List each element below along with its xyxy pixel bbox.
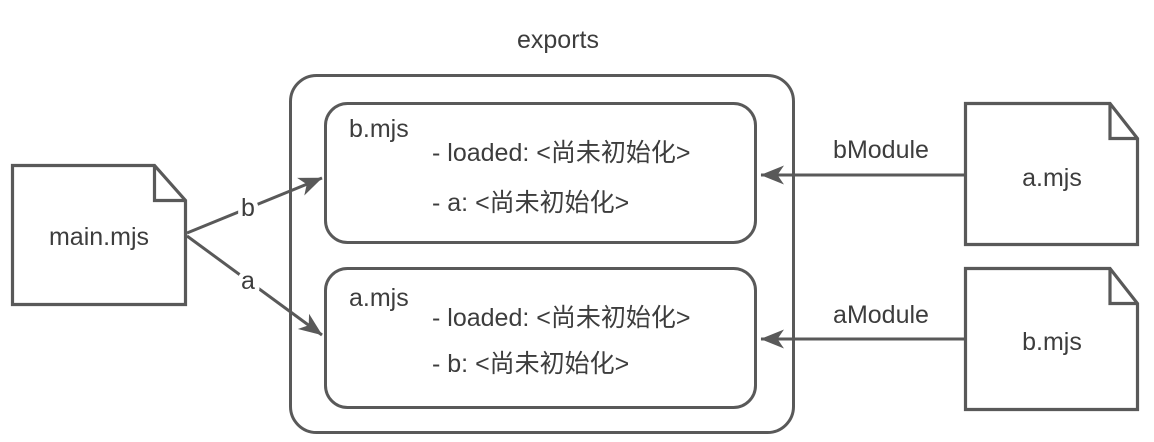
export-box-a-entry-loaded: - loaded: <尚未初始化> — [432, 304, 690, 332]
document-shape — [10, 163, 188, 307]
edge-bmodule-label: bModule — [833, 136, 929, 164]
node-main-doc-label: main.mjs — [49, 223, 149, 251]
edge-main-to-a: a — [186, 234, 323, 337]
node-main-doc: main.mjs — [10, 163, 188, 307]
edge-main-to-b: b — [186, 176, 323, 235]
edge-main-to-b-label: b — [241, 194, 255, 222]
edge-a-doc-to-b-box: bModule — [760, 136, 965, 185]
export-box-b-border — [324, 102, 757, 244]
document-fold-icon — [1108, 103, 1138, 141]
node-b-doc: b.mjs — [963, 266, 1140, 412]
document-shape — [963, 266, 1140, 412]
edge-main-to-b-line — [186, 176, 323, 235]
edge-main-to-a-line — [186, 234, 323, 337]
exports-container-title: exports — [517, 26, 599, 54]
export-box-b-entry-a: - a: <尚未初始化> — [432, 189, 629, 217]
export-box-a: a.mjs - loaded: <尚未初始化> - b: <尚未初始化> — [324, 267, 757, 409]
export-box-b-entry-loaded: - loaded: <尚未初始化> — [432, 139, 690, 167]
node-a-doc: a.mjs — [963, 101, 1140, 247]
document-fold-icon — [1108, 268, 1138, 306]
document-fold-icon — [152, 165, 186, 203]
export-box-a-entry-b: - b: <尚未初始化> — [432, 350, 629, 378]
node-a-doc-label: a.mjs — [1022, 164, 1082, 192]
edge-main-to-a-label: a — [241, 267, 255, 295]
node-b-doc-label: b.mjs — [1022, 328, 1082, 356]
edge-b-doc-to-a-box: aModule — [760, 301, 965, 349]
export-box-a-title: a.mjs — [349, 284, 409, 312]
export-box-b: b.mjs - loaded: <尚未初始化> - a: <尚未初始化> — [324, 102, 757, 244]
document-shape — [963, 101, 1140, 247]
export-box-a-border — [324, 267, 757, 409]
edge-amodule-label: aModule — [833, 301, 929, 329]
export-box-b-title: b.mjs — [349, 115, 409, 143]
